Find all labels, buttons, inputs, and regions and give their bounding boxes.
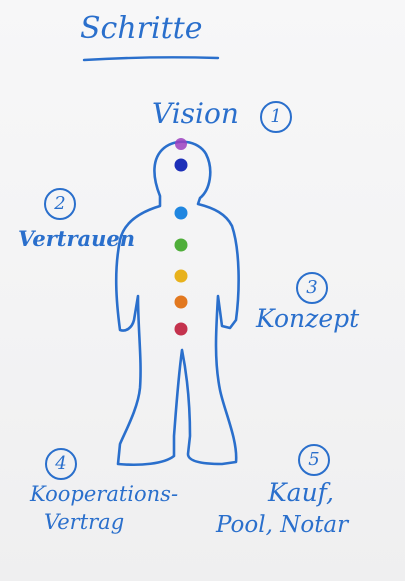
step-4-label-line-2: Vertrag <box>44 510 125 534</box>
chakra-dot-root <box>174 322 188 336</box>
chakra-dot-throat <box>174 206 188 220</box>
step-3-number-circle: 3 <box>296 272 328 304</box>
chakra-dot-solar-plexus <box>174 269 188 283</box>
title-underline <box>82 56 220 62</box>
chakra-dot-third-eye <box>174 158 188 172</box>
page-title: Schritte <box>80 11 203 46</box>
step-2-label: Vertrauen <box>18 226 136 251</box>
chakra-dot-heart <box>174 238 188 252</box>
step-3-label: Konzept <box>256 304 360 333</box>
step-4-label-line-1: Kooperations- <box>30 482 179 506</box>
step-1-number-circle: 1 <box>260 101 292 133</box>
step-2-number-circle: 2 <box>44 188 76 220</box>
chakra-dot-crown <box>175 138 187 150</box>
step-5-number-circle: 5 <box>298 444 330 476</box>
step-4-number-circle: 4 <box>45 448 77 480</box>
step-1-label: Vision <box>152 97 239 130</box>
step-5-label-line-1: Kauf, <box>268 478 334 507</box>
step-5-label-line-2: Pool, Notar <box>216 512 349 538</box>
chakra-dots <box>174 138 188 336</box>
chakra-dot-sacral <box>174 295 188 309</box>
body-outline <box>114 140 240 467</box>
